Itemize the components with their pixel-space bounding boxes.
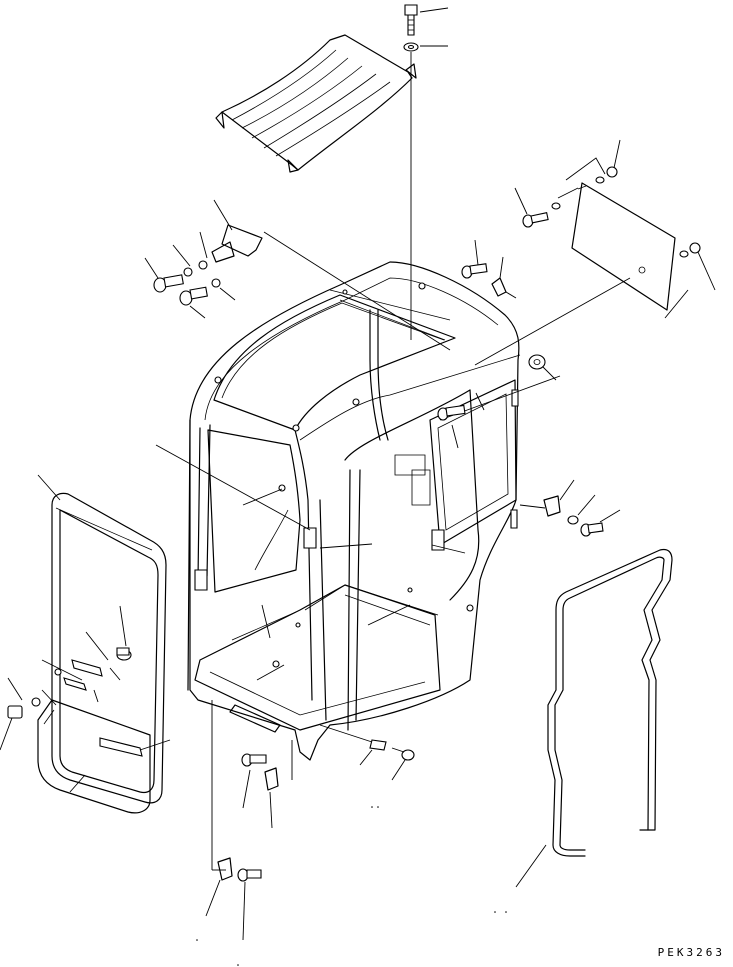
drawing-code: PEK3263 bbox=[657, 946, 725, 959]
roof-bolt bbox=[404, 5, 448, 340]
rear-fasteners bbox=[438, 355, 620, 536]
side-plate bbox=[558, 158, 688, 318]
plate-bolts bbox=[475, 140, 715, 365]
cab-door bbox=[0, 475, 170, 813]
roof-cover bbox=[216, 35, 416, 172]
weather-seal bbox=[516, 549, 672, 887]
frame-leaders bbox=[156, 376, 560, 680]
cab-frame bbox=[188, 262, 520, 760]
bracket-bolts bbox=[145, 232, 235, 318]
floor-bolts bbox=[206, 700, 414, 940]
roof-bracket bbox=[212, 200, 450, 350]
roof-clip-bolts bbox=[462, 240, 516, 298]
